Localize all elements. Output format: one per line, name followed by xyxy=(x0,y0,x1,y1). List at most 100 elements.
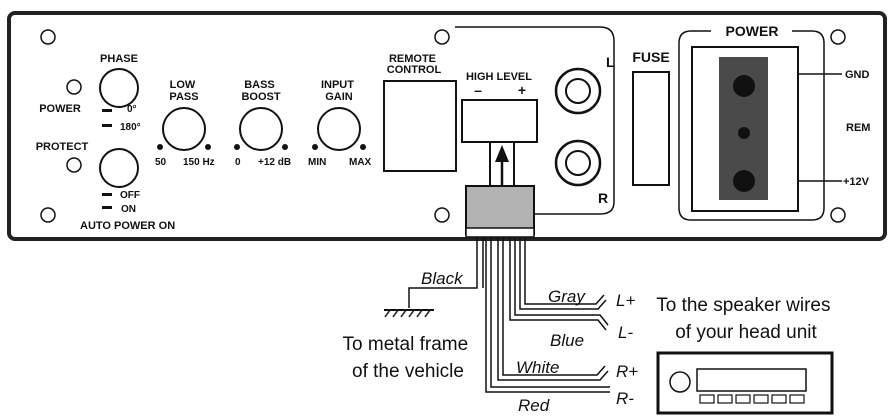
fuse-holder[interactable] xyxy=(632,71,670,186)
phase-switch[interactable] xyxy=(99,68,139,108)
bass-min-label: 0 xyxy=(235,157,241,168)
speaker-caption: To the speaker wires of your head unit xyxy=(656,295,836,343)
bass-boost-line1: BASS xyxy=(244,79,275,91)
frame-caption-line2: of the vehicle xyxy=(352,361,464,382)
insert-arrow-icon xyxy=(495,145,509,162)
input-gain-label: INPUT GAIN xyxy=(321,79,357,103)
low-pass-min-label: 50 xyxy=(155,157,167,168)
harness-connector[interactable] xyxy=(465,185,535,235)
gnd-label: GND xyxy=(845,69,870,81)
gnd-terminal-screw[interactable] xyxy=(733,75,755,97)
high-level-plus: + xyxy=(518,82,526,98)
bass-boost-line2: BOOST xyxy=(241,91,280,103)
input-gain-knob[interactable] xyxy=(317,107,361,151)
gain-min-label: MIN xyxy=(308,157,326,168)
red-wire-outer xyxy=(490,237,610,388)
red-wire xyxy=(485,237,610,393)
ground-hatch xyxy=(384,309,431,318)
blue-wire-outer xyxy=(514,237,609,326)
power-led-icon xyxy=(66,79,82,95)
white-wire xyxy=(497,237,609,381)
amplifier-panel xyxy=(7,11,887,241)
blue-wire xyxy=(509,237,607,331)
speaker-caption-line1: To the speaker wires xyxy=(656,295,830,316)
harness-connector-base xyxy=(465,227,535,238)
knob-min-dot xyxy=(157,144,163,150)
switch-marker-icon xyxy=(102,124,112,127)
knob-max-dot xyxy=(205,144,211,150)
rem-terminal-screw[interactable] xyxy=(738,127,750,139)
l-minus-label: L- xyxy=(618,323,633,342)
low-pass-label: LOW PASS xyxy=(169,79,198,103)
rca-right-label: R xyxy=(598,190,608,206)
head-unit-button-icon xyxy=(735,394,751,404)
head-unit-button-icon xyxy=(699,394,715,404)
red-wire-label: Red xyxy=(518,396,550,415)
rca-left-center xyxy=(565,78,591,104)
frame-caption: To metal frame of the vehicle xyxy=(343,334,474,382)
black-wire-label: Black xyxy=(421,269,464,288)
auto-on-label: ON xyxy=(121,204,136,215)
screw-hole-icon xyxy=(40,207,56,223)
head-unit-button-icon xyxy=(771,394,787,404)
plug-stem xyxy=(489,142,515,186)
switch-marker-icon xyxy=(102,206,112,209)
power-terminal-frame xyxy=(691,46,799,212)
gray-wire xyxy=(519,237,607,310)
knob-max-dot xyxy=(282,144,288,150)
knob-min-dot xyxy=(234,144,240,150)
remote-control-port[interactable] xyxy=(383,80,457,172)
low-pass-line2: PASS xyxy=(169,91,198,103)
blue-wire-label: Blue xyxy=(550,331,584,350)
auto-power-switch[interactable] xyxy=(99,148,139,188)
bass-max-label: +12 dB xyxy=(258,157,291,168)
power-block-outline xyxy=(678,30,825,221)
r-plus-label: R+ xyxy=(616,362,638,381)
auto-off-label: OFF xyxy=(120,190,140,201)
protect-led-icon xyxy=(66,157,82,173)
head-unit-display-icon xyxy=(696,368,807,392)
bass-boost-label: BASS BOOST xyxy=(241,79,280,103)
bass-boost-knob[interactable] xyxy=(239,107,283,151)
gray-wire-outer xyxy=(524,237,605,305)
rca-right-jack[interactable] xyxy=(554,139,602,187)
switch-marker-icon xyxy=(102,193,112,196)
white-wire-outer xyxy=(502,237,606,376)
remote-control-label: REMOTE CONTROL xyxy=(387,53,442,76)
power-led-label: POWER xyxy=(39,103,81,115)
rca-left-label: L xyxy=(606,54,615,70)
high-level-minus: – xyxy=(474,82,482,98)
rem-label: REM xyxy=(846,122,870,134)
low-pass-max-label: 150 Hz xyxy=(183,157,215,168)
rca-left-jack[interactable] xyxy=(554,67,602,115)
screw-hole-icon xyxy=(40,29,56,45)
remote-control-line1: REMOTE xyxy=(389,53,436,65)
r-minus-label: R- xyxy=(616,389,634,408)
gray-wire-label: Gray xyxy=(548,287,586,306)
input-gain-line2: GAIN xyxy=(325,91,353,103)
high-level-input-socket[interactable] xyxy=(461,99,538,143)
protect-led-label: PROTECT xyxy=(36,141,89,153)
power-label: POWER xyxy=(726,23,779,39)
phase-180-label: 180° xyxy=(120,122,141,133)
frame-caption-line1: To metal frame xyxy=(343,334,469,355)
screw-hole-icon xyxy=(434,29,450,45)
screw-hole-icon xyxy=(434,207,450,223)
head-unit-button-icon xyxy=(753,394,769,404)
knob-min-dot xyxy=(312,144,318,150)
v12-terminal-screw[interactable] xyxy=(733,170,755,192)
head-unit-knob-icon xyxy=(669,371,691,393)
phase-label: PHASE xyxy=(100,53,138,65)
knob-max-dot xyxy=(360,144,366,150)
speaker-caption-line2: of your head unit xyxy=(675,322,817,343)
auto-power-on-label: AUTO POWER ON xyxy=(80,220,175,232)
screw-hole-icon xyxy=(830,207,846,223)
black-wire xyxy=(408,237,478,308)
white-wire-label: White xyxy=(516,358,559,377)
input-gain-line1: INPUT xyxy=(321,79,354,91)
l-plus-label: L+ xyxy=(616,291,635,310)
head-unit-button-icon xyxy=(789,394,805,404)
high-level-outline xyxy=(455,26,615,215)
low-pass-knob[interactable] xyxy=(162,107,206,151)
